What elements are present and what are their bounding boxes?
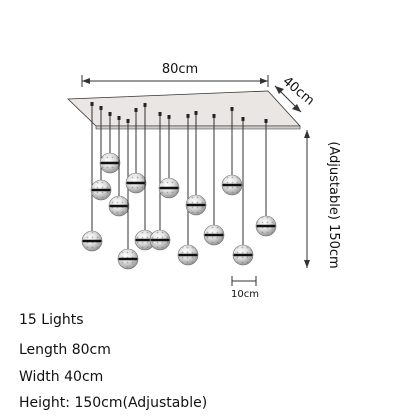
globe-metal-band (126, 181, 146, 185)
globe-metal-band (256, 224, 276, 228)
globe-metal-band (109, 204, 129, 208)
ceiling-mount-cap (194, 111, 198, 115)
pendant-light (185, 111, 207, 216)
canopy-edge (95, 125, 301, 130)
ceiling-mount-cap (143, 103, 147, 107)
spec-width: Width 40cm (19, 369, 104, 385)
ceiling-mount-cap (230, 107, 234, 111)
ceiling-mount-cap (108, 112, 112, 116)
ceiling-mount-cap (117, 116, 121, 120)
globe-metal-band (222, 183, 242, 187)
globe-metal-band (233, 253, 253, 257)
pendant-light (221, 107, 243, 196)
pendant-light (255, 119, 277, 237)
arrow-right-icon (260, 78, 268, 84)
pendant-light (149, 112, 171, 251)
globe-metal-band (178, 253, 198, 257)
globe-metal-band (91, 188, 111, 192)
ceiling-mount-cap (167, 115, 171, 119)
ball-diameter-dimension: 10cm (231, 276, 259, 300)
pendant-light (125, 108, 147, 194)
ceiling-mount-cap (264, 119, 268, 123)
arrow-up-icon (304, 130, 310, 138)
ceiling-mount-cap (99, 106, 103, 110)
ceiling-mount-cap (126, 119, 130, 123)
pendant-light (99, 112, 121, 174)
ceiling-mount-cap (158, 112, 162, 116)
pendant-lights (81, 102, 277, 270)
arrow-down-right-icon (292, 104, 301, 112)
ceiling-mount-cap (241, 117, 245, 121)
pendant-light (81, 102, 103, 252)
ceiling-canopy (67, 90, 301, 130)
pendant-light (108, 116, 130, 217)
length-label: 80cm (162, 62, 198, 77)
width-label: 40cm (280, 74, 317, 109)
globe-metal-band (186, 203, 206, 207)
arrow-up-left-icon (275, 86, 284, 94)
globe-metal-band (150, 238, 170, 242)
pendant-light (90, 106, 112, 201)
globe-metal-band (204, 233, 224, 237)
pendant-light (117, 119, 139, 270)
ceiling-mount-cap (90, 102, 94, 106)
spec-height: Height: 150cm(Adjustable) (19, 395, 208, 411)
length-dimension: 80cm (81, 62, 269, 87)
pendant-light (177, 114, 199, 266)
height-dimension: (Adjustable) 150cm (304, 130, 341, 269)
height-label: (Adjustable) 150cm (326, 141, 341, 268)
ceiling-mount-cap (212, 114, 216, 118)
spec-light-count: 15 Lights (19, 312, 84, 328)
pendant-light (158, 115, 180, 199)
pendant-light (232, 117, 254, 266)
globe-metal-band (118, 257, 138, 261)
pendant-light (203, 114, 225, 246)
ceiling-mount-cap (134, 108, 138, 112)
globe-metal-band (82, 239, 102, 243)
globe-metal-band (159, 186, 179, 190)
ceiling-mount-cap (186, 114, 190, 118)
arrow-left-icon (82, 78, 90, 84)
globe-metal-band (100, 161, 120, 165)
arrow-down-icon (304, 260, 310, 268)
spec-length: Length 80cm (19, 342, 111, 358)
ball-diameter-label: 10cm (231, 289, 259, 300)
